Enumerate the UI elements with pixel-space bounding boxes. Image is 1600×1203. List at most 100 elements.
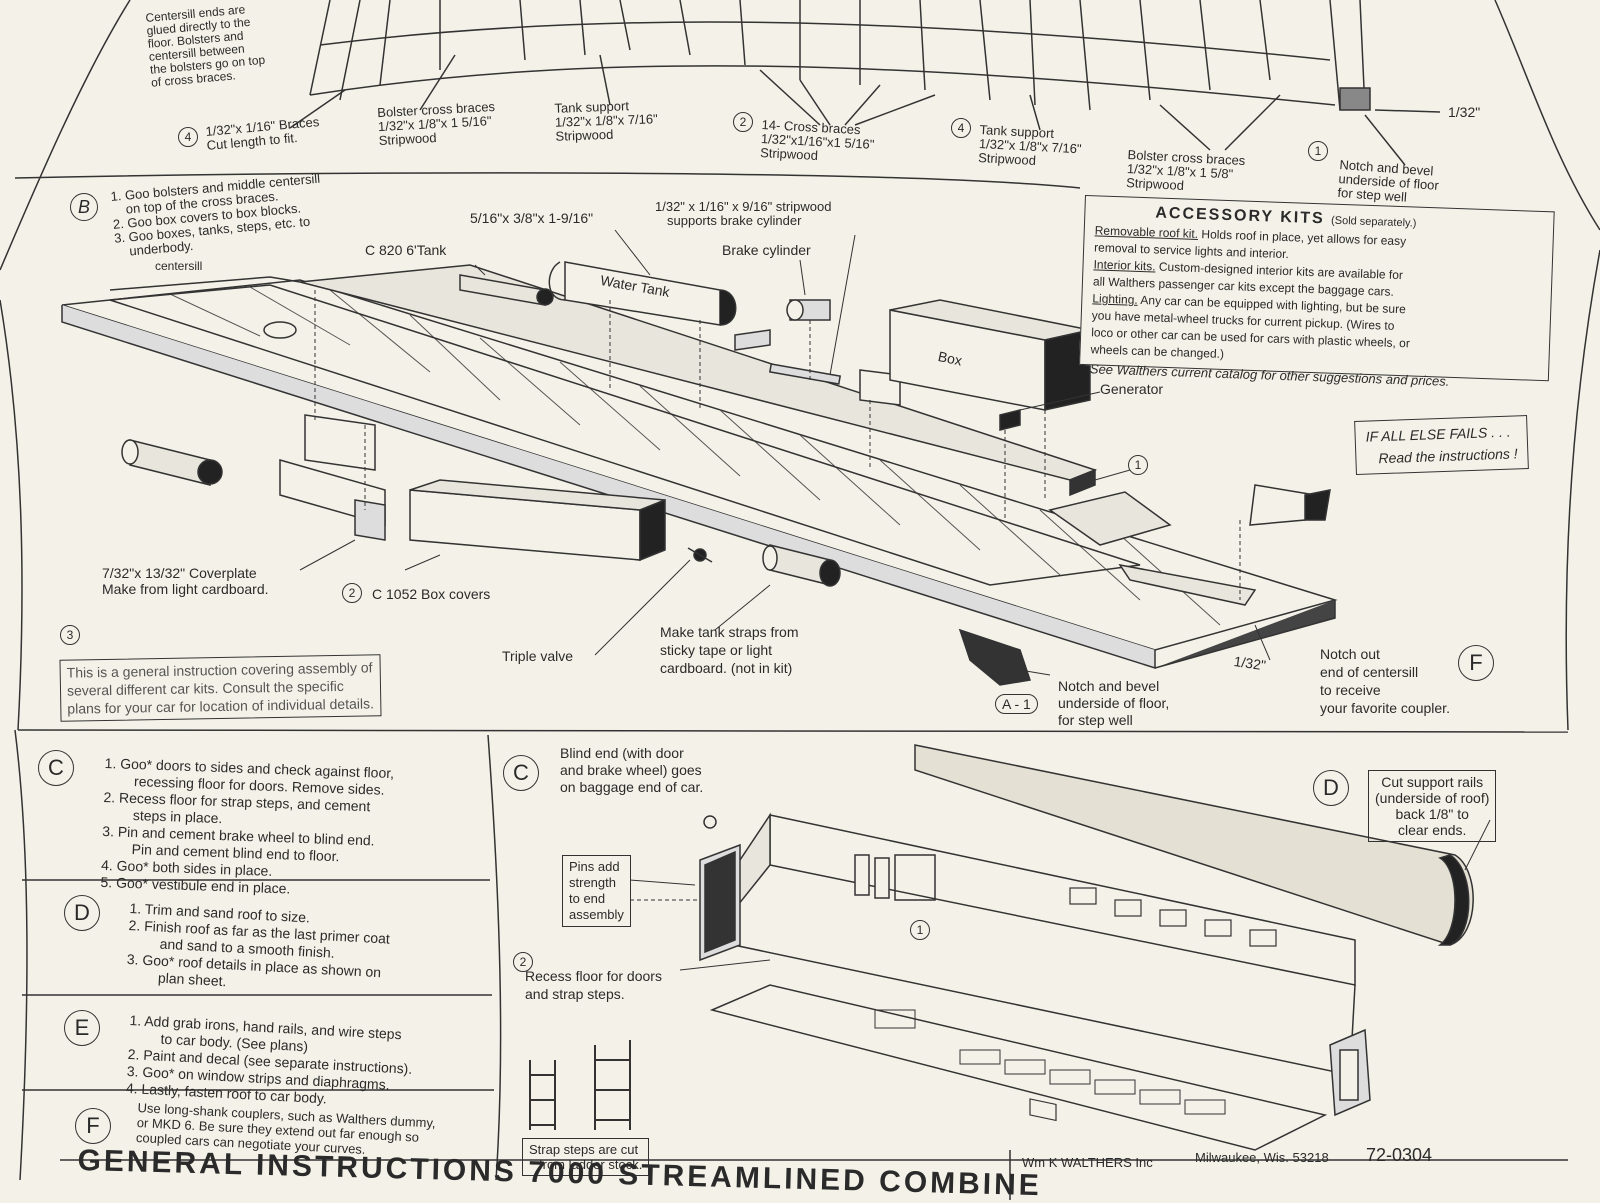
tank-straps-label: Make tank straps from sticky tape or lig… (660, 623, 799, 677)
centersill-label: centersill (155, 259, 203, 273)
removable-roof-head: Removable roof kit. (1094, 223, 1199, 241)
callout-3-note: 3 (60, 625, 80, 645)
callout-1-notch: 1 (1308, 141, 1328, 161)
triple-valve-label: Triple valve (502, 648, 574, 664)
divider-c-box (14, 729, 28, 1181)
cut-rails-note: Cut support rails (underside of roof) ba… (1368, 770, 1497, 842)
notch-out-line: to receive (1320, 682, 1381, 698)
blind-end-line: and brake wheel) goes (560, 762, 702, 778)
recess-floor-label: Recess floor for doors and strap steps. (525, 967, 662, 1003)
c820-tank-label: C 820 6'Tank (365, 242, 447, 258)
bolster-braces-2-label: Bolster cross braces 1/32"x 1/8"x 1 5/8"… (1126, 147, 1246, 196)
lighting-head: Lighting. (1092, 291, 1138, 307)
callout-2-box-covers: 2 (342, 583, 362, 603)
page-border-left (0, 0, 131, 271)
notch-out-label: Notch out end of centersill to receive y… (1320, 645, 1450, 717)
accessory-title-text: ACCESSORY KITS (1155, 204, 1325, 228)
step-d-list: 1. Trim and sand roof to size. 2. Finish… (126, 900, 392, 999)
manufacturer-city: Milwaukee, Wis. 53218 (1195, 1150, 1329, 1165)
stripwood-label: 1/32" x 1/16" x 9/16" stripwood supports… (655, 200, 831, 228)
manufacturer-name: Wm K WALTHERS Inc (1022, 1155, 1153, 1170)
coverplate-line: 7/32"x 13/32" Coverplate (102, 565, 257, 581)
blind-end-label: Blind end (with door and brake wheel) go… (560, 745, 703, 796)
car-floor (709, 984, 1328, 1151)
tank-support-2-label: Tank support 1/32"x 1/8"x 7/16" Stripwoo… (978, 122, 1083, 170)
a1-callout: A - 1 (995, 694, 1038, 714)
centersill-note: Centersill ends are glued directly to th… (145, 2, 267, 89)
stripwood-note: supports brake cylinder (667, 213, 802, 228)
strap-steps-line: from ladder stock. (539, 1157, 643, 1172)
strap-steps-note: Strap steps are cut from ladder stock. (522, 1138, 650, 1176)
bolster-braces-label: Bolster cross braces 1/32"x 1/8"x 1 5/16… (377, 99, 497, 148)
step-c-list: 1. Goo* doors to sides and check against… (100, 755, 394, 901)
page-border-right-2 (1565, 249, 1600, 731)
section-d-marker: D (1313, 770, 1349, 806)
step-e-marker: E (64, 1010, 100, 1046)
divider-cd (487, 734, 502, 1181)
pins-note-line: Pins add (569, 859, 620, 874)
page-border-left-lower (0, 299, 23, 731)
callout-1-bolster: 1 (1128, 455, 1148, 475)
notch-top-label: Notch and bevel underside of floor for s… (1337, 157, 1440, 207)
notch-bevel-line: Notch and bevel (1058, 678, 1160, 694)
divider-top (14, 172, 1081, 189)
callout-4-tank: 4 (951, 118, 971, 138)
callout-1-car: 1 (910, 920, 930, 940)
blind-end-line: Blind end (with door (560, 745, 684, 761)
notch-out-line: end of centersill (1320, 664, 1419, 680)
part-number: 72-0304 (1366, 1145, 1433, 1165)
recess-floor-line: and strap steps. (525, 986, 625, 1002)
left-tank (129, 439, 211, 486)
cut-rails-line: (underside of roof) (1375, 790, 1490, 806)
if-all-else-fails: IF ALL ELSE FAILS . . . Read the instruc… (1354, 414, 1530, 476)
step-e-list: 1. Add grab irons, hand rails, and wire … (126, 1012, 415, 1112)
coverplate-line: Make from light cardboard. (102, 581, 269, 597)
callout-4-braces: 4 (178, 127, 198, 147)
tank-straps-line: sticky tape or light (660, 642, 773, 658)
box-covers-label: C 1052 Box covers (372, 586, 491, 602)
accessory-kits-box: ACCESSORY KITS (Sold separately.) Remova… (1079, 195, 1555, 389)
generator-label: Generator (1100, 381, 1164, 397)
strap-steps-line: Strap steps are cut (529, 1142, 639, 1157)
notch-out-line: your favorite coupler. (1320, 700, 1450, 716)
section-f-marker: F (1458, 645, 1494, 681)
step-f-marker: F (75, 1108, 111, 1144)
cut-rails-line: Cut support rails (1381, 774, 1484, 790)
step-c-marker: C (38, 750, 74, 786)
pins-note-line: to end (569, 891, 606, 906)
cut-rails-line: back 1/8" to (1395, 806, 1469, 822)
notch-bevel-line: for step well (1058, 712, 1133, 728)
tank-straps-line: Make tank straps from (660, 624, 799, 640)
ladder-steps (529, 1040, 631, 1130)
notch-out-line: Notch out (1320, 646, 1380, 662)
coverplate-label: 7/32"x 13/32" Coverplate Make from light… (102, 565, 269, 597)
dim-132-top: 1/32" (1448, 104, 1481, 120)
stripwood-dims: 1/32" x 1/16" x 9/16" stripwood (655, 199, 832, 214)
general-note: This is a general instruction covering a… (59, 654, 382, 722)
section-b-marker: B (70, 193, 98, 221)
callout-2-floor: 2 (513, 952, 533, 972)
callout-2-cross: 2 (733, 112, 753, 132)
underbody-floor (61, 264, 1338, 670)
page-border-right (1494, 0, 1600, 231)
tank-dims-label: 5/16"x 3/8"x 1-9/16" (470, 210, 594, 226)
pins-note-line: assembly (569, 907, 624, 922)
cross-braces-label: 14- Cross braces 1/32"x1/16"x1 5/16" Str… (760, 117, 876, 166)
step-d-marker: D (64, 895, 100, 931)
accessory-sold: (Sold separately.) (1330, 214, 1417, 230)
cut-rails-line: clear ends. (1397, 822, 1467, 838)
tank-support-label: Tank support 1/32"x 1/8"x 7/16" Stripwoo… (554, 98, 658, 144)
divider-b (17, 729, 1569, 733)
section-c-marker: C (503, 755, 539, 791)
recess-floor-line: Recess floor for doors (525, 968, 662, 984)
blind-end-line: on baggage end of car. (560, 779, 704, 795)
notch-bevel-label: Notch and bevel underside of floor, for … (1058, 678, 1169, 729)
interior-head: Interior kits. (1093, 257, 1156, 274)
brake-cylinder-label: Brake cylinder (722, 242, 811, 258)
pins-note: Pins add strength to end assembly (562, 855, 631, 927)
pins-note-line: strength (569, 875, 616, 890)
tank-straps-line: cardboard. (not in kit) (660, 660, 793, 676)
notch-bevel-line: underside of floor, (1058, 695, 1170, 711)
